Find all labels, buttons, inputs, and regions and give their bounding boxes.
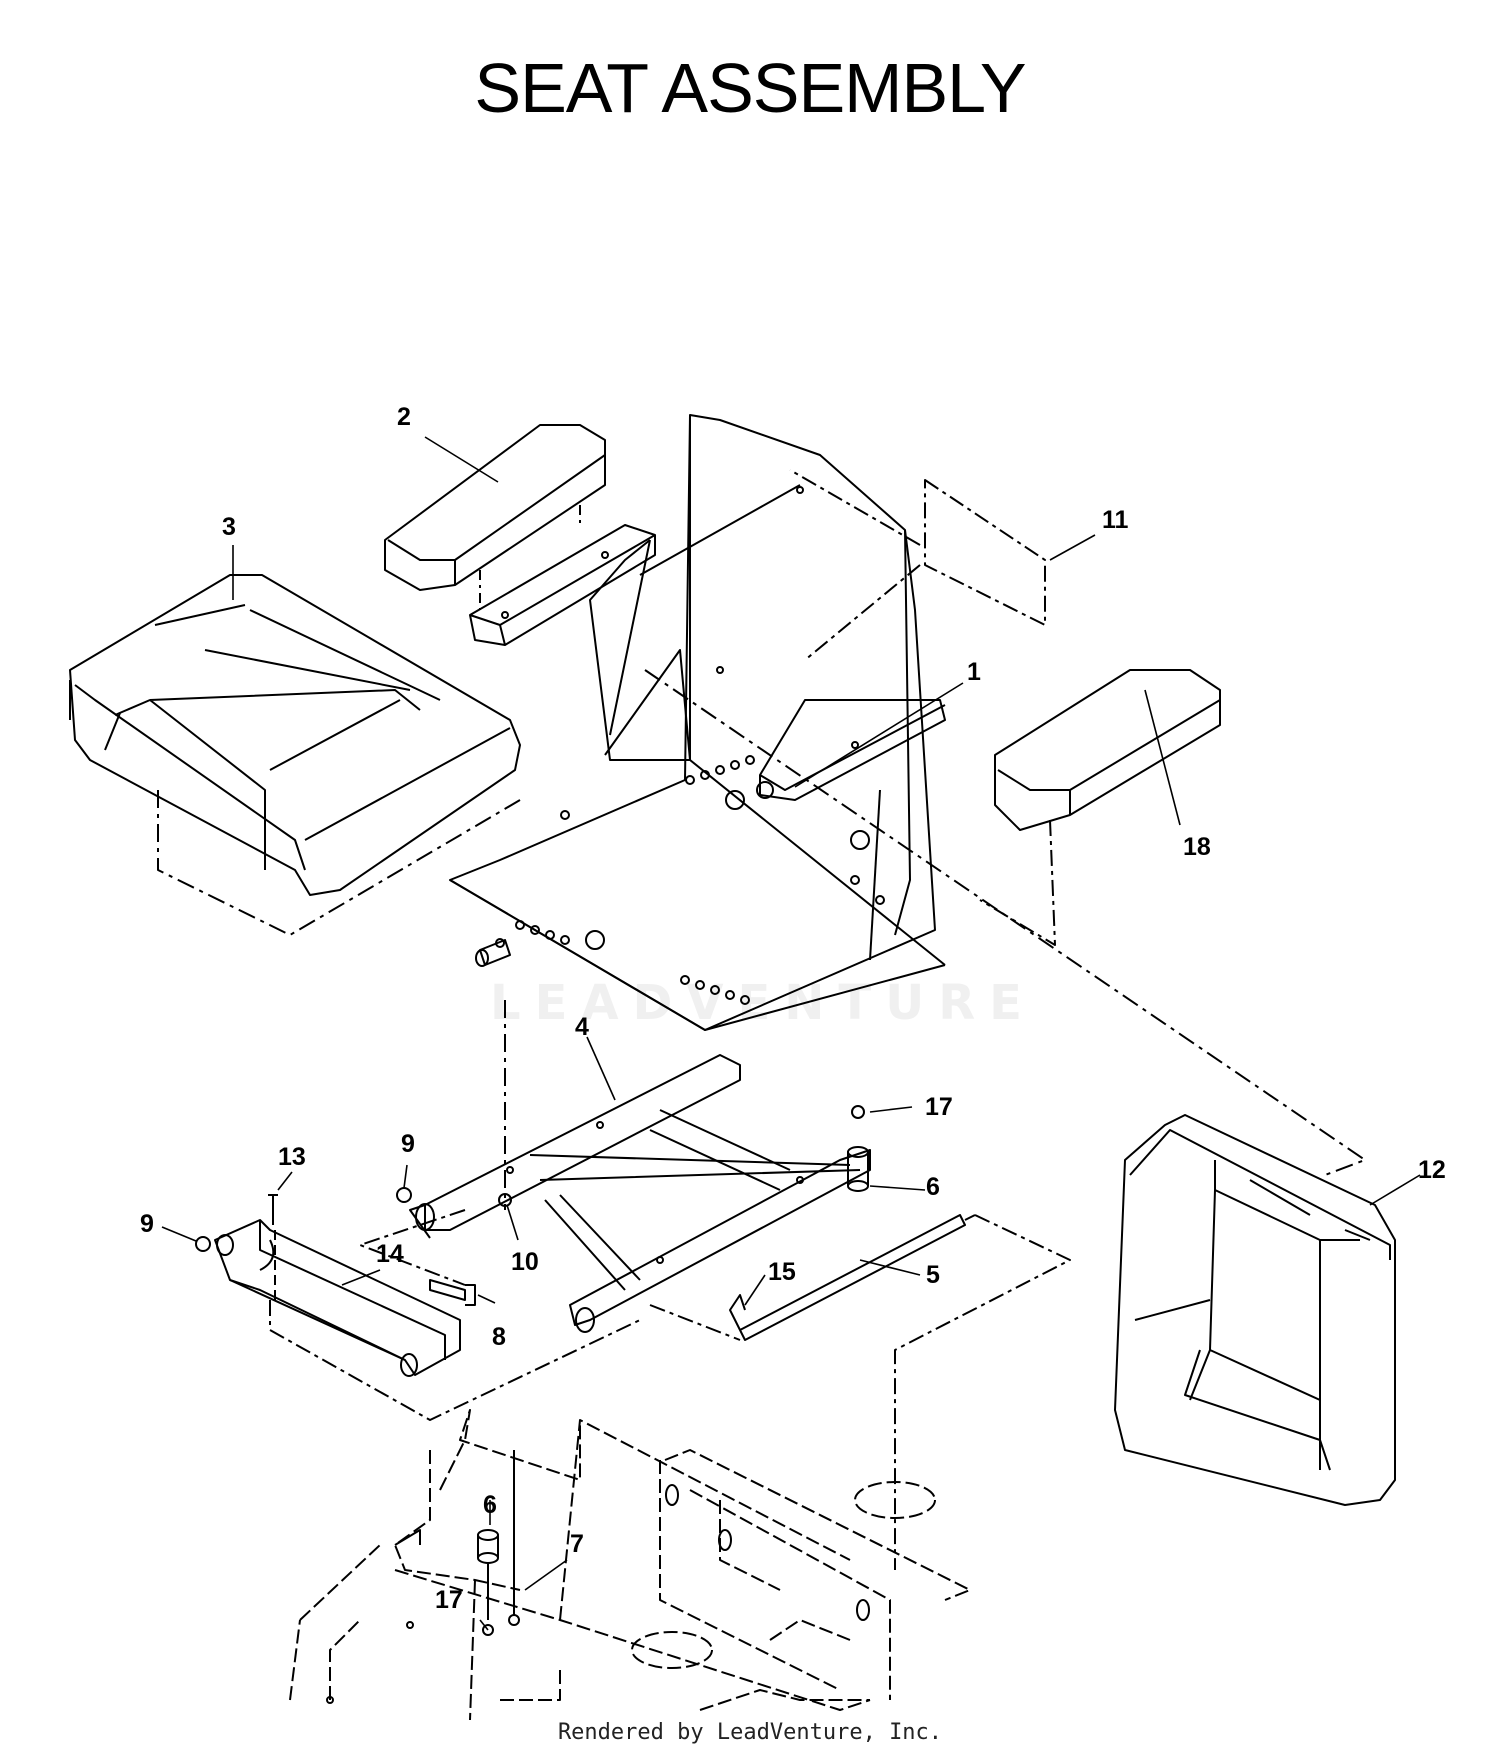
latch-rod-part: [649, 1214, 1071, 1570]
bolt-part: [429, 1279, 476, 1306]
panel-part: [789, 469, 1046, 661]
callout-6-upper: 6: [926, 1173, 940, 1201]
callout-2: 2: [397, 403, 411, 431]
callout-4: 4: [575, 1013, 589, 1041]
watermark-text: LEADVENTURE: [490, 975, 1036, 1031]
callout-15: 15: [768, 1258, 796, 1286]
callout-9-left: 9: [140, 1210, 154, 1238]
callout-17-upper: 17: [925, 1093, 953, 1121]
callout-13: 13: [278, 1143, 306, 1171]
seat-pan-holes: [495, 486, 885, 1005]
callout-12: 12: [1418, 1156, 1446, 1184]
seat-cushion-part: [69, 574, 521, 936]
seat-stud-part: [475, 939, 511, 967]
base-frame-features: [326, 1484, 870, 1704]
seat-frame-part: [409, 1054, 871, 1333]
callout-3: 3: [222, 513, 236, 541]
callout-leader-lines: [161, 436, 1421, 1631]
callout-9-upper: 9: [401, 1130, 415, 1158]
callout-6-lower: 6: [483, 1491, 497, 1519]
mounting-bracket-part: [214, 1209, 641, 1421]
callout-8: 8: [492, 1323, 506, 1351]
nut-part: [195, 1187, 512, 1252]
callout-10: 10: [511, 1248, 539, 1276]
callout-7: 7: [570, 1530, 584, 1558]
seat-back-cushion-part: [1114, 1114, 1396, 1506]
callout-14: 14: [376, 1240, 404, 1268]
callout-17-lower: 17: [435, 1586, 463, 1614]
callout-11: 11: [1102, 506, 1129, 534]
seat-pan-part: [449, 414, 946, 1031]
page-title: SEAT ASSEMBLY: [474, 49, 1026, 127]
callout-18: 18: [1183, 833, 1211, 861]
assembly-leader-line: [644, 669, 1366, 1176]
right-armrest-part: [979, 669, 1221, 946]
render-credit: Rendered by LeadVenture, Inc.: [557, 1720, 943, 1745]
left-armrest-part: [384, 424, 606, 591]
left-armrest-rail: [469, 505, 656, 646]
clip-part: [729, 1294, 746, 1331]
bumper-part: [847, 1105, 869, 1192]
lower-bumper-part: [477, 1450, 520, 1636]
screw-part: [268, 1194, 278, 1225]
callout-1: 1: [967, 658, 981, 686]
base-frame-part: [289, 1409, 971, 1721]
callout-5: 5: [926, 1261, 940, 1289]
